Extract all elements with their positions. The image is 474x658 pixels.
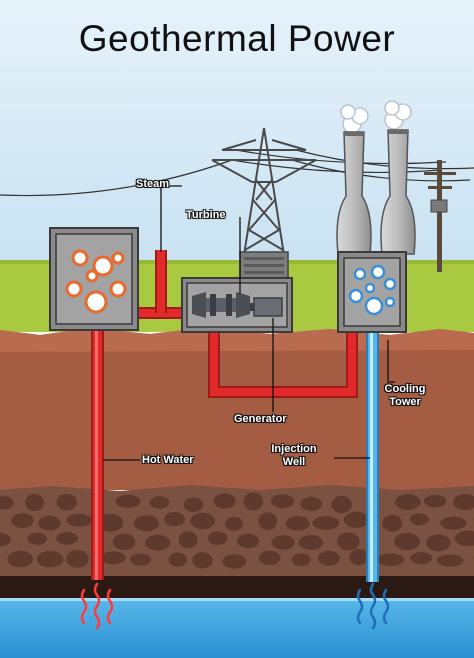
bedrock-layer	[0, 576, 474, 598]
rock	[145, 534, 171, 551]
generator	[250, 297, 283, 317]
rock	[300, 496, 323, 511]
rock	[343, 511, 369, 528]
hot-water-pipe	[91, 328, 104, 580]
rock	[382, 514, 403, 532]
rock	[298, 535, 324, 550]
cooling-tower-label: Cooling Tower	[380, 383, 430, 409]
rock	[0, 532, 11, 547]
injection-well-label-line1: Injection	[271, 443, 317, 455]
rock	[0, 496, 14, 510]
rock	[27, 532, 48, 545]
rock	[258, 512, 278, 531]
rock	[349, 548, 368, 566]
rock	[149, 496, 170, 509]
steam-pipe	[136, 250, 184, 319]
rock	[222, 554, 247, 569]
rock	[36, 551, 64, 568]
rock	[258, 550, 281, 566]
rock	[270, 494, 295, 509]
power-lines	[0, 149, 474, 197]
cooling-tower-label-line2: Tower	[389, 396, 421, 408]
rock	[25, 493, 44, 512]
rock	[112, 533, 136, 550]
rock	[66, 549, 89, 568]
return-pipe	[208, 330, 358, 398]
rock	[183, 497, 204, 513]
rock	[168, 552, 187, 567]
hot-water-label: Hot Water	[142, 454, 194, 466]
rock	[115, 494, 141, 508]
rock	[190, 512, 216, 530]
power-station-box	[181, 277, 293, 333]
rock	[133, 515, 160, 532]
rock	[394, 532, 420, 551]
injection-well-pipe	[366, 330, 379, 582]
rock	[317, 550, 340, 566]
groundwater-layer	[0, 598, 474, 658]
turbine-label: Turbine	[186, 209, 226, 221]
rock	[213, 493, 236, 509]
rock	[11, 513, 34, 529]
rock	[192, 552, 213, 569]
cooling-tower-box	[337, 251, 407, 333]
rock	[100, 551, 126, 565]
rock	[207, 531, 228, 546]
rock	[225, 516, 244, 531]
rock	[66, 513, 92, 527]
production-well-box	[49, 227, 139, 331]
label-leader-lines	[103, 185, 395, 461]
rock	[331, 495, 352, 514]
rock	[291, 553, 311, 567]
injection-well-label: Injection Well	[262, 443, 326, 469]
generator-label: Generator	[234, 413, 287, 425]
rock	[337, 532, 360, 551]
rock	[377, 553, 405, 567]
rock	[453, 494, 474, 510]
rock	[454, 530, 474, 547]
rock	[312, 516, 340, 530]
rock	[130, 553, 152, 566]
rock	[243, 492, 264, 511]
rock	[237, 533, 260, 549]
heat-waves	[80, 582, 390, 630]
cooling-tower-label-line1: Cooling	[384, 383, 426, 395]
rock	[7, 550, 33, 568]
rock	[436, 554, 464, 567]
transmission-tower	[211, 127, 317, 256]
turbine	[192, 292, 250, 318]
rock	[409, 513, 429, 526]
rock	[271, 535, 295, 550]
rock-cluster	[0, 492, 474, 569]
rock	[163, 511, 185, 527]
injection-well-label-line2: Well	[282, 456, 306, 468]
rock	[56, 493, 78, 511]
utility-pole	[424, 160, 456, 272]
rock	[38, 515, 61, 531]
rock	[440, 516, 467, 530]
rock	[285, 516, 310, 531]
rock	[56, 532, 78, 545]
rock	[410, 552, 433, 565]
rock	[178, 531, 198, 549]
rock	[423, 494, 447, 508]
rock	[426, 534, 451, 552]
rock	[395, 494, 421, 510]
diagram-title: Geothermal Power	[78, 18, 396, 59]
steam-label: Steam	[136, 178, 170, 190]
cooling-tower-chimneys	[336, 129, 416, 255]
